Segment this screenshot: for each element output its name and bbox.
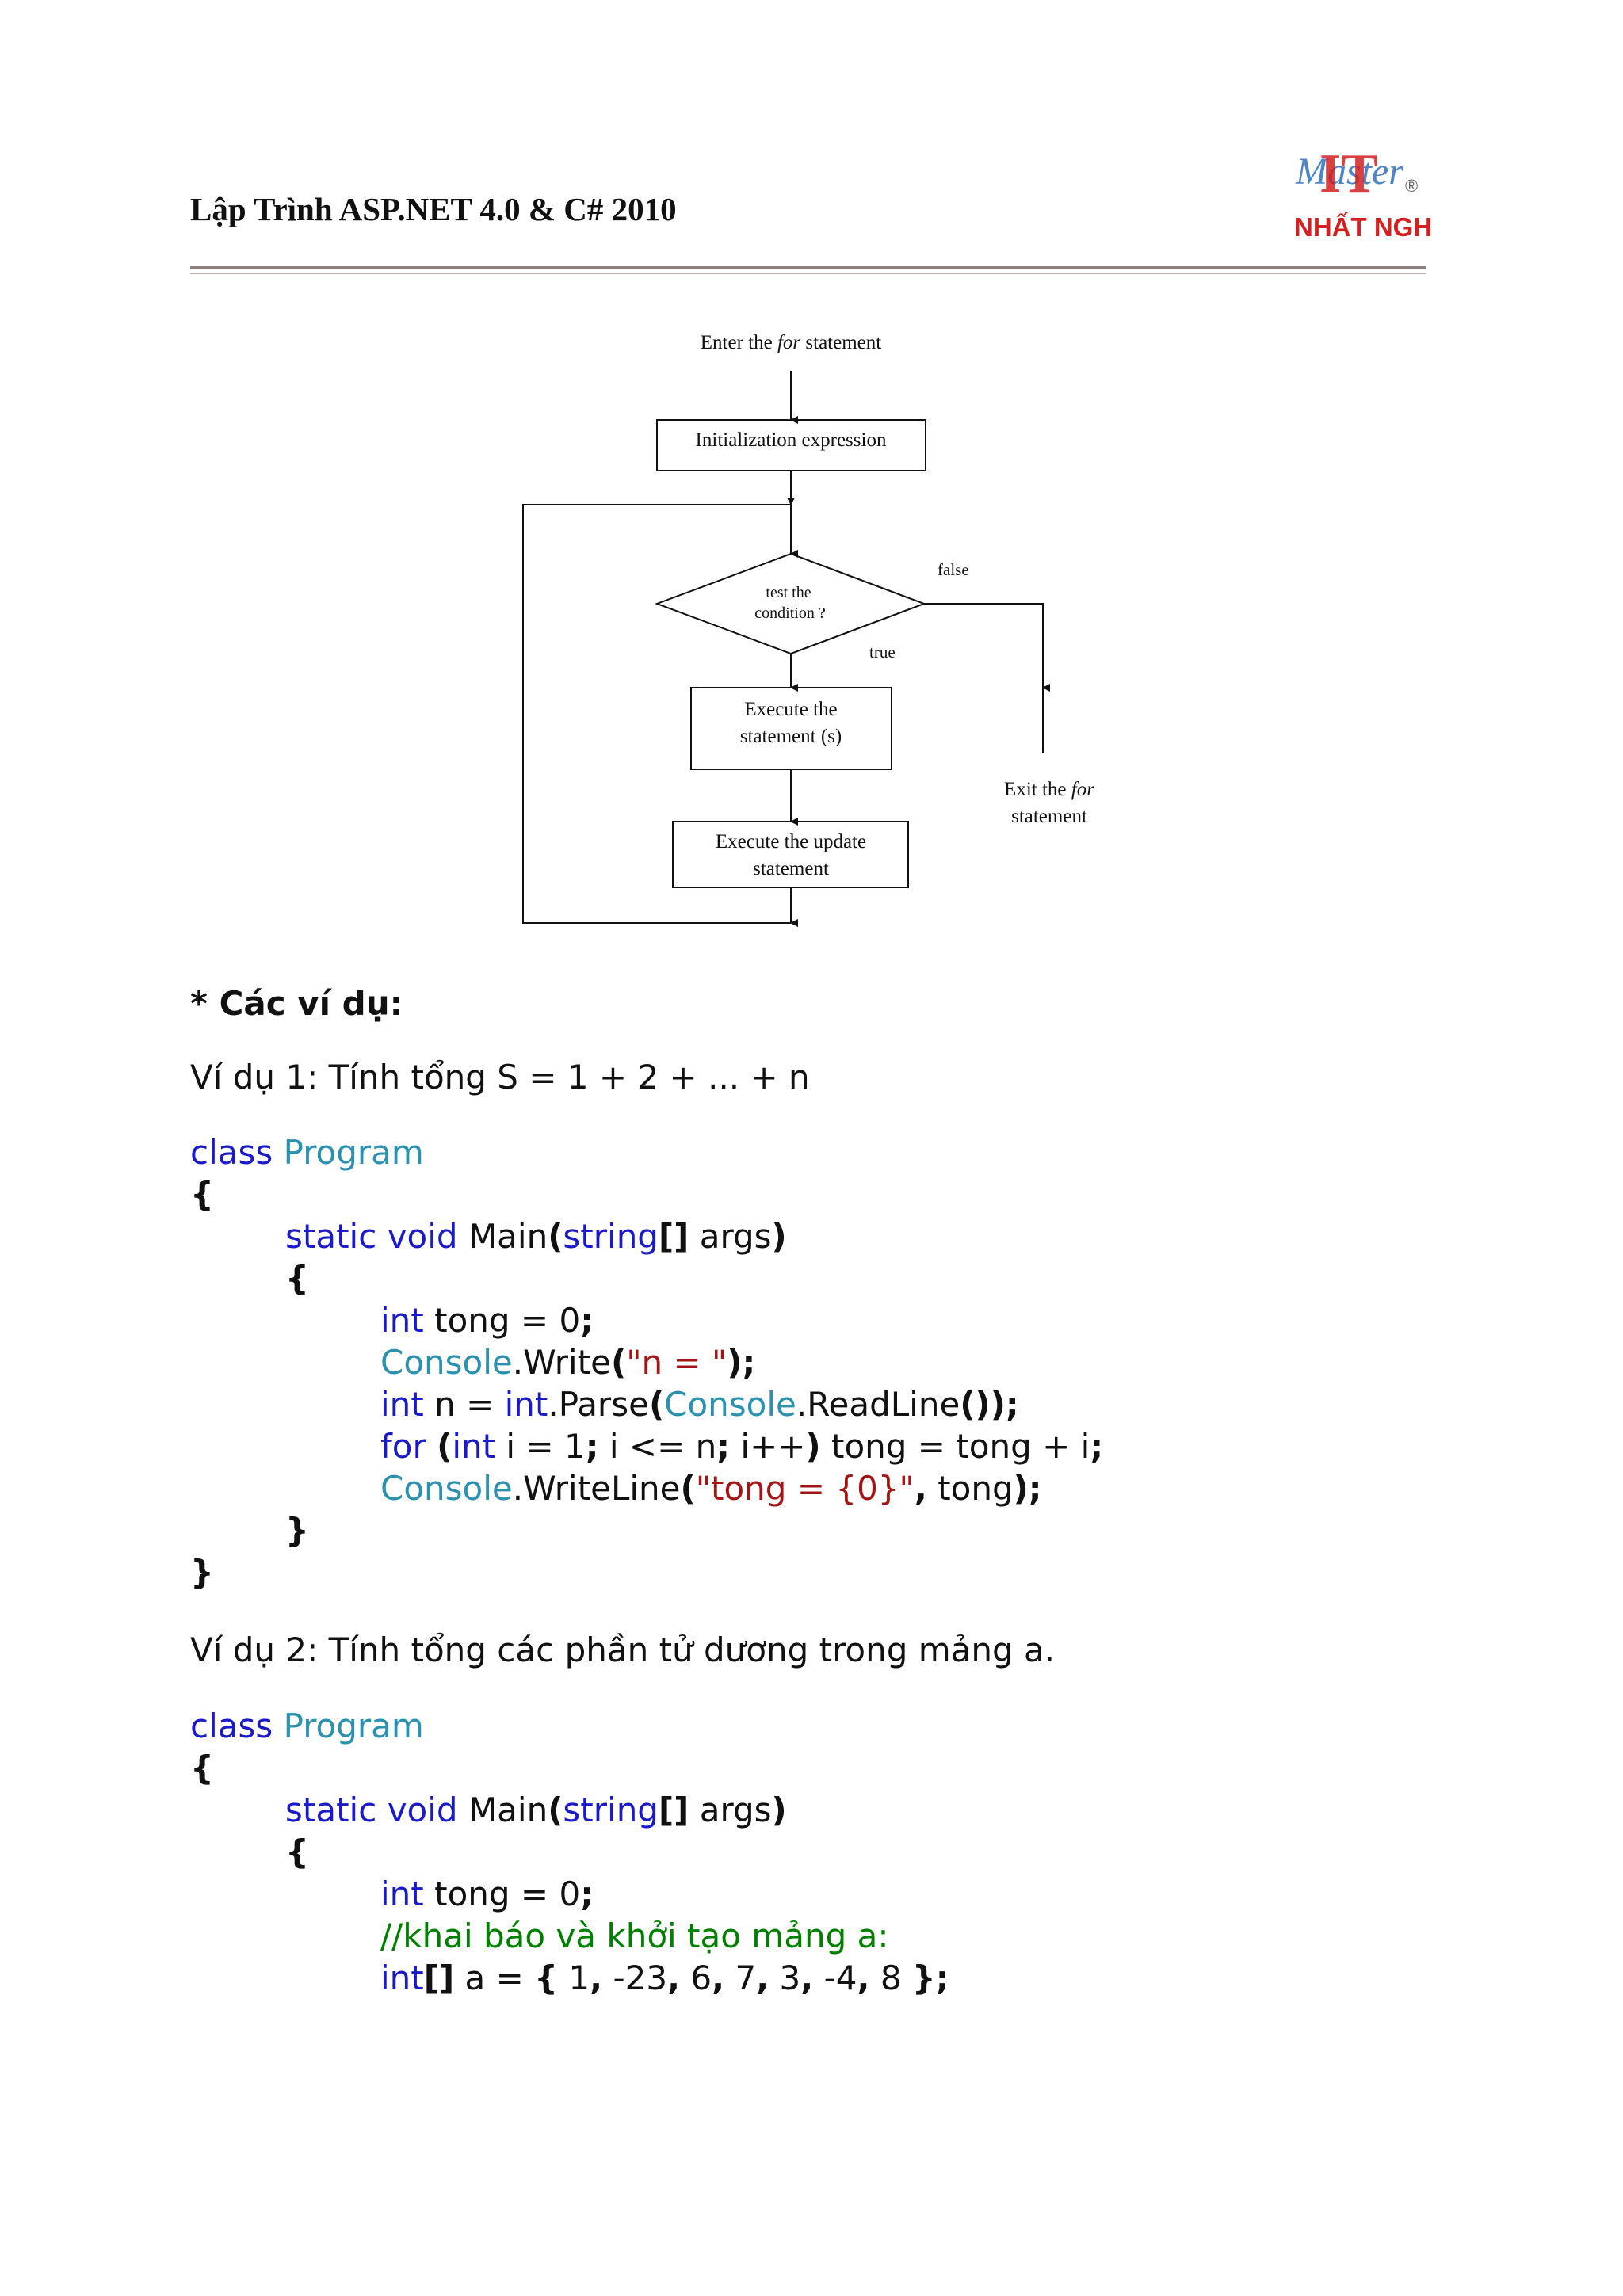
code-line: int[] a = { 1, -23, 6, 7, 3, -4, 8 }; [380,1958,949,1997]
code-line: } [285,1511,309,1550]
init-label: Initialization expression [696,429,887,451]
code-line: Console.Write("n = "); [380,1343,756,1382]
code-line: int tong = 0; [380,1875,594,1913]
examples-heading: * Các ví dụ: [190,984,403,1023]
exit-label-line2: statement [1011,806,1087,827]
code-line: { [190,1175,214,1214]
svg-text:NHẤT NGHỆ: NHẤT NGHỆ [1294,212,1430,242]
code-line: static void Main(string[] args) [285,1217,787,1256]
true-label: true [869,643,896,662]
example2-code: class Program { static void Main(string[… [190,1705,949,1999]
execute-label-line2: statement (s) [740,726,842,747]
page-header-title: Lập Trình ASP.NET 4.0 & C# 2010 [190,191,677,227]
condition-label-line2: condition ? [754,605,826,622]
svg-text:IT: IT [1319,143,1378,204]
example1-code: class Program { static void Main(string[… [190,1131,1103,1593]
nhat-nghe-logo: Master IT ® NHẤT NGHỆ [1294,143,1430,242]
condition-label-line1: test the [766,584,811,601]
update-label-line2: statement [753,858,829,879]
condition-diamond [655,552,926,655]
false-label: false [938,560,969,579]
code-line: int n = int.Parse(Console.ReadLine()); [380,1385,1019,1424]
exit-label-line1: Exit the for [1004,779,1094,800]
header-rule [190,266,1426,269]
code-line: { [190,1749,214,1787]
svg-text:®: ® [1405,176,1418,196]
update-label-line1: Execute the update [716,831,866,852]
example1-title: Ví dụ 1: Tính tổng S = 1 + 2 + ... + n [190,1058,810,1097]
example2-title: Ví dụ 2: Tính tổng các phần tử dương tro… [190,1630,1056,1669]
execute-label-line1: Execute the [744,699,837,720]
code-line: } [190,1553,214,1592]
enter-label: Enter the for statement [701,332,881,353]
code-line: class Program [190,1707,424,1745]
code-line: { [285,1259,309,1298]
header-rule-thin [190,273,1426,274]
code-line: static void Main(string[] args) [285,1791,787,1829]
svg-text:Master: Master [1295,151,1403,193]
code-line: class Program [190,1133,424,1172]
code-line: { [285,1833,309,1871]
for-loop-flowchart: Enter the for statement Initialization e… [522,332,1094,927]
code-line: //khai báo và khởi tạo mảng a: [380,1917,889,1955]
code-line: for (int i = 1; i <= n; i++) tong = tong… [380,1427,1104,1466]
code-line: int tong = 0; [380,1301,594,1340]
code-line: Console.WriteLine("tong = {0}", tong); [380,1469,1042,1508]
